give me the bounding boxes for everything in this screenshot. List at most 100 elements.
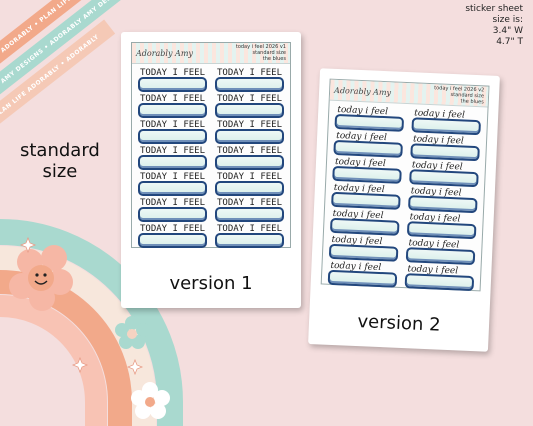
sticker-box <box>407 195 478 214</box>
sticker-sheet-area: Adorably Amy today i feel 2026 v1 standa… <box>131 42 291 248</box>
sticker: TODAY I FEEL <box>138 68 207 92</box>
sticker: TODAY I FEEL <box>215 198 284 222</box>
sticker: TODAY I FEEL <box>138 120 207 144</box>
sticker: today i feel <box>334 105 405 132</box>
sticker: today i feel <box>328 235 399 262</box>
info-line: size is: <box>492 15 523 25</box>
sticker-box <box>138 233 207 248</box>
info-line: 4.7" T <box>496 37 523 47</box>
sticker: today i feel <box>327 261 398 288</box>
sticker: TODAY I FEEL <box>138 224 207 248</box>
sticker-text: TODAY I FEEL <box>140 172 206 182</box>
sticker: TODAY I FEEL <box>215 94 284 118</box>
sticker-text: TODAY I FEEL <box>217 94 283 104</box>
info-line: sticker sheet <box>465 4 523 14</box>
sticker: TODAY I FEEL <box>138 94 207 118</box>
sticker-text: TODAY I FEEL <box>217 172 283 182</box>
sticker: today i feel <box>332 157 402 184</box>
sticker-box <box>334 113 405 132</box>
sticker-box <box>329 217 400 236</box>
version-label: version 2 <box>357 311 442 336</box>
sticker: TODAY I FEEL <box>138 172 207 196</box>
smiley-flower-icon <box>9 245 73 311</box>
meta-line: today i feel 2026 v1 <box>235 44 286 50</box>
sticker-sheet-version-2: Adorably Amy today i feel 2026 v2 standa… <box>308 68 500 352</box>
sheet-meta: today i feel 2026 v1 standard size the b… <box>236 44 286 62</box>
sticker-box <box>138 207 207 222</box>
sticker-text: TODAY I FEEL <box>140 68 206 78</box>
sticker-text: TODAY I FEEL <box>140 146 206 156</box>
sticker: TODAY I FEEL <box>215 120 284 144</box>
sheet-meta: today i feel 2026 v2 standard size the b… <box>434 85 484 106</box>
sticker: TODAY I FEEL <box>215 172 284 196</box>
sparkle-icon <box>19 236 144 376</box>
sticker: today i feel <box>407 186 478 214</box>
sticker-box <box>215 181 284 196</box>
sticker-sheet-version-1: Adorably Amy today i feel 2026 v1 standa… <box>121 32 301 308</box>
sticker: today i feel <box>405 238 476 266</box>
sticker-text: TODAY I FEEL <box>217 224 283 234</box>
sticker-box <box>332 165 402 184</box>
sticker: today i feel <box>410 134 480 162</box>
sticker: TODAY I FEEL <box>215 224 284 248</box>
sticker-box <box>138 155 207 170</box>
sticker-text: TODAY I FEEL <box>140 224 206 234</box>
sticker-text: TODAY I FEEL <box>140 120 206 130</box>
sticker-box <box>215 77 284 92</box>
flower-icon-white <box>131 382 170 419</box>
sheet-header: Adorably Amy today i feel 2026 v1 standa… <box>132 43 290 64</box>
sticker-box <box>138 103 207 118</box>
brand-logo: Adorably Amy <box>136 48 193 58</box>
sticker-box <box>215 233 284 248</box>
sticker-text: TODAY I FEEL <box>140 94 206 104</box>
sticker-grid: TODAY I FEEL TODAY I FEEL TODAY I FEEL T… <box>132 64 290 249</box>
size-label-line: size <box>42 161 78 182</box>
sticker-grid: today i feel today i feel today i feel t… <box>322 101 488 293</box>
sticker: today i feel <box>404 264 475 292</box>
sticker-text: TODAY I FEEL <box>217 146 283 156</box>
sticker-text: TODAY I FEEL <box>217 120 283 130</box>
sticker-box <box>215 103 284 118</box>
sticker-box <box>405 247 476 266</box>
sticker: today i feel <box>409 160 479 188</box>
size-label-line: standard <box>20 140 100 161</box>
sticker: TODAY I FEEL <box>138 198 207 222</box>
sticker: TODAY I FEEL <box>138 146 207 170</box>
sheet-size-info: sticker sheet size is: 3.4" W 4.7" T <box>465 4 523 48</box>
sticker-text: TODAY I FEEL <box>140 198 206 208</box>
sticker: today i feel <box>329 209 400 236</box>
sticker-box <box>331 191 401 210</box>
meta-line: the blues <box>460 98 484 106</box>
sticker-sheet-area: Adorably Amy today i feel 2026 v2 standa… <box>320 78 490 293</box>
sticker-box <box>215 129 284 144</box>
sticker-box <box>404 273 475 292</box>
sticker-box <box>138 77 207 92</box>
info-line: 3.4" W <box>492 26 523 36</box>
sticker-box <box>138 181 207 196</box>
sticker: today i feel <box>406 212 477 240</box>
sticker-box <box>411 117 481 136</box>
sticker-box <box>410 143 480 162</box>
version-label: version 1 <box>169 273 253 294</box>
sticker-text: TODAY I FEEL <box>217 198 283 208</box>
sticker-box <box>327 269 398 288</box>
brand-logo: Adorably Amy <box>333 85 392 97</box>
sticker-box <box>215 207 284 222</box>
sticker: today i feel <box>411 108 482 136</box>
flower-icon-teal <box>115 316 150 349</box>
sticker-box <box>138 129 207 144</box>
sticker: today i feel <box>333 131 403 158</box>
meta-line: standard size <box>252 50 286 56</box>
sticker-box <box>215 155 284 170</box>
sticker-box <box>409 169 479 188</box>
sticker-text: TODAY I FEEL <box>217 68 283 78</box>
sticker: today i feel <box>331 183 401 210</box>
sticker-box <box>406 221 477 240</box>
sticker-box <box>328 243 399 262</box>
size-label: standard size <box>20 140 100 182</box>
sticker-box <box>333 139 403 158</box>
meta-line: the blues <box>262 56 286 62</box>
sticker: TODAY I FEEL <box>215 146 284 170</box>
sticker: TODAY I FEEL <box>215 68 284 92</box>
